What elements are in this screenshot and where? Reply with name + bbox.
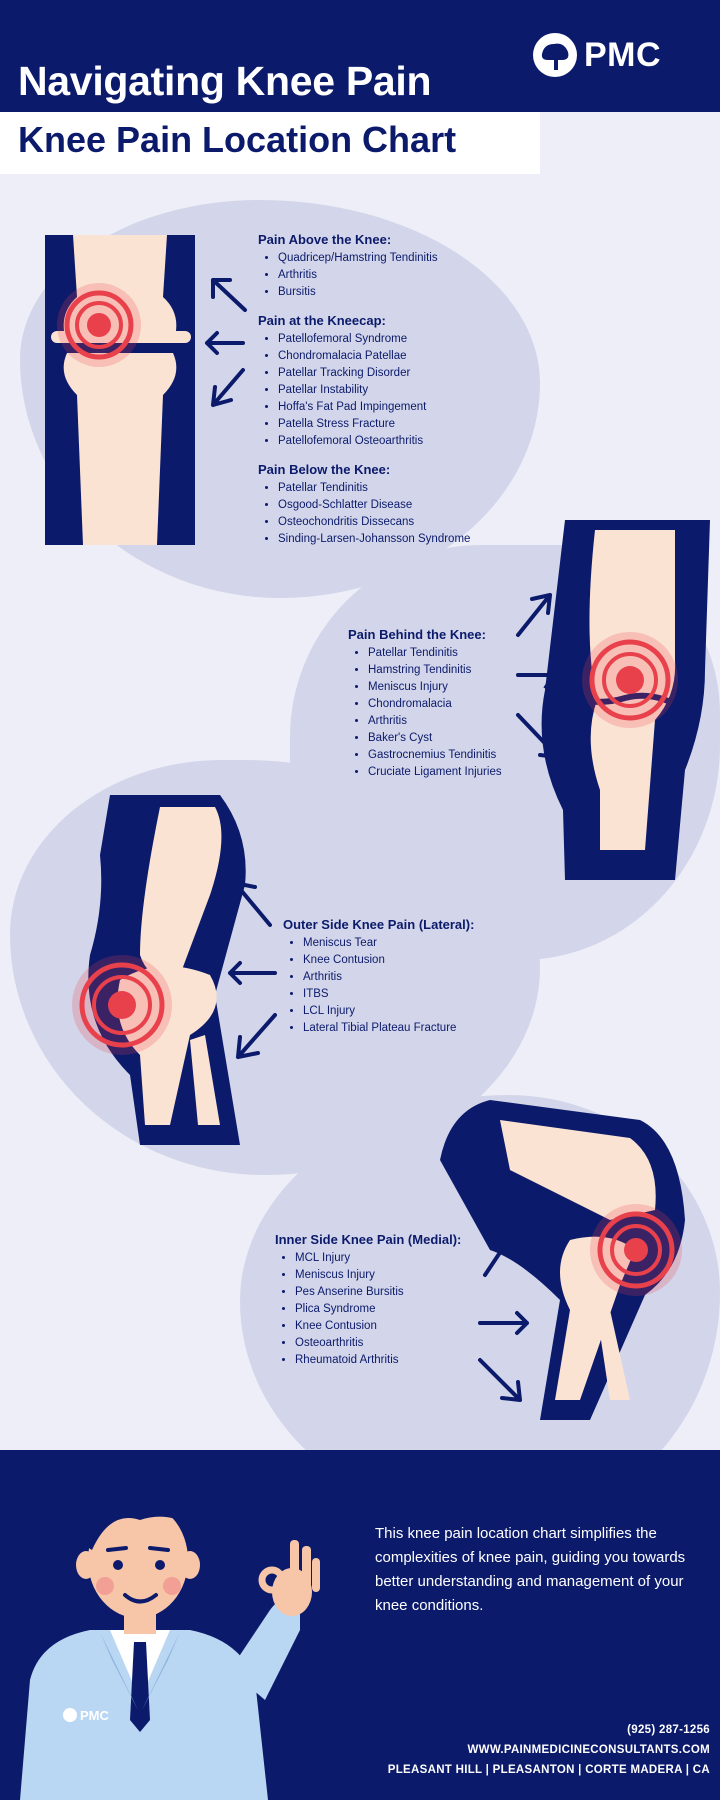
pain-target-icon [72, 955, 172, 1055]
list-item: Baker's Cyst [368, 730, 502, 747]
coat-badge: PMC [63, 1708, 110, 1723]
pain-target-icon [590, 1204, 682, 1296]
header-band [0, 0, 720, 112]
knee-lateral-illustration [72, 795, 277, 1145]
page-title: Navigating Knee Pain [18, 58, 432, 104]
list-item: Lateral Tibial Plateau Fracture [303, 1020, 474, 1037]
list-item: Knee Contusion [303, 952, 474, 969]
section-heading: Pain at the Kneecap: [258, 313, 386, 328]
page-subtitle: Knee Pain Location Chart [18, 119, 457, 160]
footer-description: This knee pain location chart simplifies… [375, 1525, 686, 1614]
arrow-group [516, 593, 564, 759]
subtitle-tab [0, 112, 540, 174]
list-item: Gastrocnemius Tendinitis [368, 747, 502, 764]
badge-text: PMC [80, 1708, 110, 1723]
list-item: Osteoarthritis [295, 1335, 461, 1352]
list-item: MCL Injury [295, 1250, 461, 1267]
list-item: Chondromalacia [368, 696, 502, 713]
arrow-group [478, 1228, 529, 1402]
doctor-illustration: PMC [20, 1477, 320, 1800]
pmc-logo: PMC [532, 32, 661, 78]
list-item: Hamstring Tendinitis [368, 662, 502, 679]
condition-list: Quadricep/Hamstring Tendinitis Arthritis… [258, 250, 470, 301]
locations: PLEASANT HILL | PLEASANTON | CORTE MADER… [387, 1764, 710, 1776]
list-item: Pes Anserine Bursitis [295, 1284, 461, 1301]
list-item: Osteochondritis Dissecans [278, 514, 470, 531]
knee-medial-illustration [440, 1100, 685, 1420]
ok-hand-icon [258, 1540, 320, 1616]
list-item: Sinding-Larsen-Johansson Syndrome [278, 531, 470, 548]
list-item: Arthritis [303, 969, 474, 986]
arrow-icon [228, 881, 277, 1059]
website-link[interactable]: WWW.PAINMEDICINECONSULTANTS.COM [467, 1744, 710, 1756]
list-item: Hoffa's Fat Pad Impingement [278, 399, 470, 416]
condition-list: Meniscus Tear Knee Contusion Arthritis I… [283, 935, 474, 1037]
list-item: Bursitis [278, 284, 470, 301]
section-heading: Inner Side Knee Pain (Medial): [275, 1232, 462, 1247]
list-item: Meniscus Tear [303, 935, 474, 952]
list-item: LCL Injury [303, 1003, 474, 1020]
list-item: Meniscus Injury [295, 1267, 461, 1284]
phone-number: (925) 287-1256 [627, 1724, 710, 1736]
condition-list: MCL Injury Meniscus Injury Pes Anserine … [275, 1250, 461, 1369]
condition-list: Patellar Tendinitis Hamstring Tendinitis… [348, 645, 502, 781]
list-item: Arthritis [368, 713, 502, 730]
list-item: Rheumatoid Arthritis [295, 1352, 461, 1369]
knee-back-illustration [541, 520, 710, 880]
list-item: Plica Syndrome [295, 1301, 461, 1318]
list-item: Patella Stress Fracture [278, 416, 470, 433]
list-item: Meniscus Injury [368, 679, 502, 696]
section-heading: Pain Behind the Knee: [348, 627, 486, 642]
list-item: Patellofemoral Osteoarthritis [278, 433, 470, 450]
contact-block: (925) 287-1256 WWW.PAINMEDICINECONSULTAN… [388, 1720, 710, 1780]
tree-icon [533, 33, 577, 77]
arrow-icon [205, 278, 247, 407]
arrow-icon [516, 593, 564, 759]
pain-target-icon [582, 632, 678, 728]
list-item: Osgood-Schlatter Disease [278, 497, 470, 514]
knee-front-illustration [45, 235, 247, 545]
logo-text: PMC [584, 35, 662, 74]
list-item: Patellar Tendinitis [368, 645, 502, 662]
list-item: Arthritis [278, 267, 470, 284]
list-item: Knee Contusion [295, 1318, 461, 1335]
section-knee-lateral: Outer Side Knee Pain (Lateral): Meniscus… [283, 917, 474, 1049]
list-item: Patellar Tracking Disorder [278, 365, 470, 382]
section-heading: Pain Below the Knee: [258, 462, 391, 477]
condition-list: Patellar Tendinitis Osgood-Schlatter Dis… [258, 480, 470, 548]
list-item: ITBS [303, 986, 474, 1003]
section-heading: Outer Side Knee Pain (Lateral): [283, 917, 475, 932]
arrow-icon [478, 1228, 529, 1402]
list-item: Chondromalacia Patellae [278, 348, 470, 365]
pain-target-icon [57, 283, 141, 367]
section-knee-front: Pain Above the Knee: Quadricep/Hamstring… [258, 232, 470, 560]
list-item: Cruciate Ligament Injuries [368, 764, 502, 781]
list-item: Patellar Instability [278, 382, 470, 399]
section-knee-medial: Inner Side Knee Pain (Medial): MCL Injur… [275, 1232, 461, 1381]
section-knee-behind: Pain Behind the Knee: Patellar Tendiniti… [348, 627, 502, 793]
condition-list: Patellofemoral Syndrome Chondromalacia P… [258, 331, 470, 450]
list-item: Quadricep/Hamstring Tendinitis [278, 250, 470, 267]
section-heading: Pain Above the Knee: [258, 232, 392, 247]
list-item: Patellar Tendinitis [278, 480, 470, 497]
list-item: Patellofemoral Syndrome [278, 331, 470, 348]
